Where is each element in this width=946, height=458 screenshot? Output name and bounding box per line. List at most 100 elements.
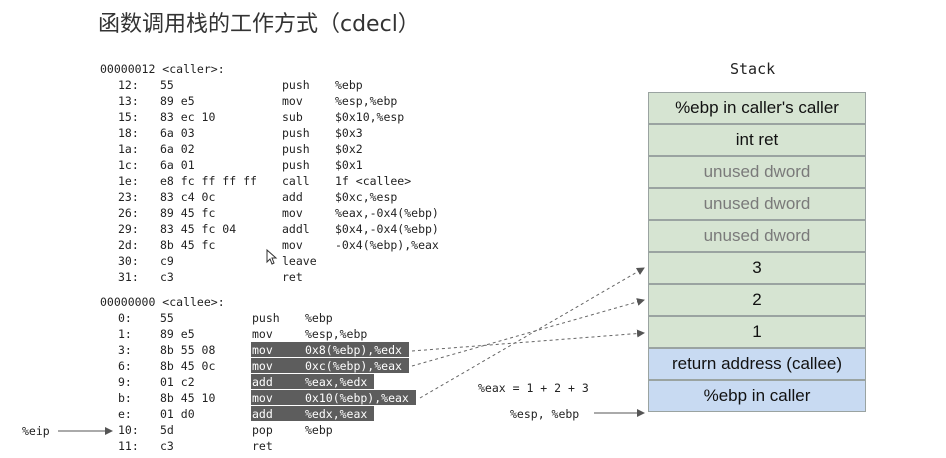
code-mnemonic: mov [252,343,273,357]
code-offset: 29: [118,222,139,236]
code-mnemonic: mov [252,327,273,341]
code-row: 30: c9 leave [0,253,480,269]
code-operand: %esp,%ebp [335,94,398,108]
code-offset: 1e: [118,174,139,188]
code-highlight [251,390,416,405]
eip-label: %eip [22,424,50,438]
code-offset: 6: [118,359,132,373]
code-offset: b: [118,391,132,405]
code-mnemonic: ret [252,439,273,453]
code-mnemonic: push [252,311,280,325]
code-mnemonic: add [282,190,303,204]
code-bytes: 89 e5 [160,94,195,108]
eax-note: %eax = 1 + 2 + 3 [478,381,589,395]
code-bytes: c3 [160,270,174,284]
stack-cell: unused dword [648,156,866,188]
code-bytes: 8b 55 08 [160,343,216,357]
code-operand: 0xc(%ebp),%eax [305,359,402,373]
code-mnemonic: leave [282,254,317,268]
code-bytes: c9 [160,254,174,268]
code-offset: 30: [118,254,139,268]
code-row: 3: 8b 55 08 mov 0x8(%ebp),%edx [0,342,480,358]
code-mnemonic: call [282,174,310,188]
code-bytes: 55 [160,311,174,325]
code-offset: 15: [118,110,139,124]
code-highlight [251,358,409,373]
code-bytes: 01 d0 [160,407,195,421]
caller-header: 00000012 <caller>: [100,62,225,76]
code-mnemonic: mov [252,391,273,405]
code-mnemonic: push [282,158,310,172]
code-mnemonic: add [252,375,273,389]
code-offset: 13: [118,94,139,108]
stack-cell: unused dword [648,220,866,252]
code-operand: %eax,%edx [305,375,368,389]
code-offset: 9: [118,375,132,389]
arrow-edx-to-1 [411,329,645,352]
code-operand: %eax,-0x4(%ebp) [335,206,439,220]
code-mnemonic: push [282,142,310,156]
code-offset: 3: [118,343,132,357]
code-row: 1c: 6a 01 push $0x1 [0,157,480,173]
code-operand: %ebp [305,423,333,437]
arrow-eax-to-3 [419,267,645,399]
code-bytes: e8 fc ff ff ff [160,174,257,188]
code-highlight [251,374,374,389]
page-title: 函数调用栈的工作方式（cdecl） [98,12,420,37]
code-operand: %edx,%eax [305,407,368,421]
code-bytes: 83 c4 0c [160,190,216,204]
code-operand: 0x8(%ebp),%edx [305,343,402,357]
code-mnemonic: push [282,78,310,92]
code-offset: 10: [118,423,139,437]
code-mnemonic: pop [252,423,273,437]
stack-cell: int ret [648,124,866,156]
code-row: 9: 01 c2 add %eax,%edx [0,374,480,390]
code-mnemonic: mov [282,206,303,220]
stack-cell: return address (callee) [648,348,866,380]
code-offset: 18: [118,126,139,140]
code-mnemonic: mov [282,238,303,252]
code-operand: 0x10(%ebp),%eax [305,391,409,405]
code-operand: -0x4(%ebp),%eax [335,238,439,252]
code-bytes: 6a 03 [160,126,195,140]
stack-cell: 2 [648,284,866,316]
code-offset: 1: [118,327,132,341]
code-bytes: 83 ec 10 [160,110,216,124]
code-offset: 0: [118,311,132,325]
code-bytes: 01 c2 [160,375,195,389]
code-mnemonic: push [282,126,310,140]
code-offset: 1c: [118,158,139,172]
code-row: 13: 89 e5 mov %esp,%ebp [0,93,480,109]
code-operand: $0x3 [335,126,363,140]
code-operand: %ebp [305,311,333,325]
code-operand: $0x2 [335,142,363,156]
code-operand: $0x1 [335,158,363,172]
code-bytes: 6a 01 [160,158,195,172]
code-highlight [251,406,374,421]
mouse-cursor-icon [266,248,278,265]
code-mnemonic: add [252,407,273,421]
callee-header: 00000000 <callee>: [100,295,225,309]
code-offset: 23: [118,190,139,204]
code-mnemonic: ret [282,270,303,284]
code-row: 18: 6a 03 push $0x3 [0,125,480,141]
code-highlight [251,342,409,357]
code-operand: %esp,%ebp [305,327,368,341]
code-bytes: 8b 45 fc [160,238,216,252]
code-mnemonic: mov [282,94,303,108]
arrow-eax-to-2 [411,298,645,367]
code-offset: 26: [118,206,139,220]
